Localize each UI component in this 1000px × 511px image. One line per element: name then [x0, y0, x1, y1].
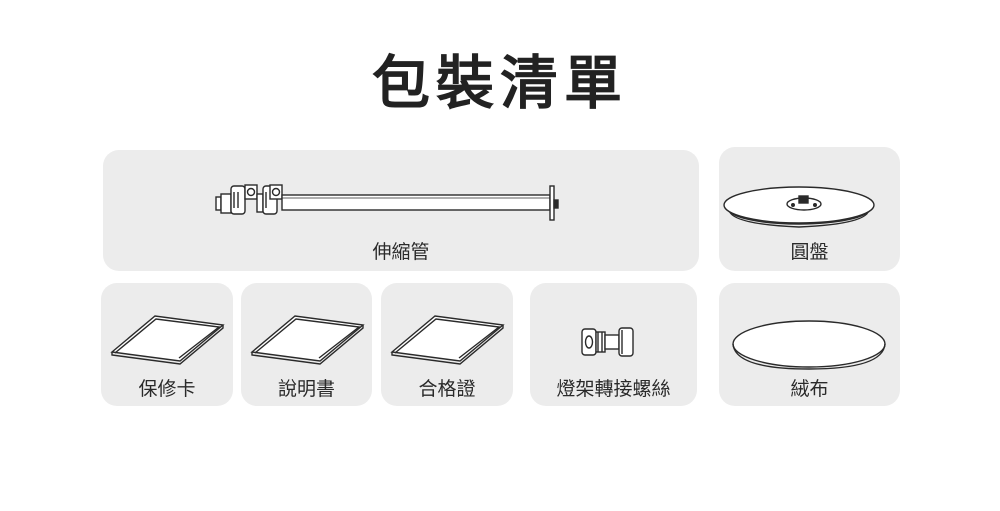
- item-label: 說明書: [277, 378, 335, 400]
- item-card-certificate: 合格證: [381, 283, 513, 406]
- item-card-telescopic-rod: 伸縮管: [103, 150, 699, 271]
- item-label: 圓盤: [790, 241, 829, 263]
- warranty-card-icon: [110, 315, 225, 365]
- item-card-velvet-cloth: 絨布: [719, 283, 900, 406]
- telescopic-rod-icon: [215, 184, 559, 221]
- round-base-plate-icon: [723, 186, 875, 228]
- item-card-warranty: 保修卡: [101, 283, 233, 406]
- item-label: 保修卡: [138, 378, 196, 400]
- item-label: 合格證: [418, 378, 476, 400]
- item-card-adapter-screw: 燈架轉接螺絲: [530, 283, 697, 406]
- item-label: 伸縮管: [372, 241, 430, 263]
- velvet-cloth-icon: [732, 320, 886, 370]
- certificate-sheet-icon: [390, 315, 505, 365]
- page-title: 包裝清單: [371, 49, 628, 117]
- adapter-screw-icon: [581, 327, 634, 357]
- manual-sheet-icon: [250, 315, 365, 365]
- item-card-round-plate: 圓盤: [719, 147, 900, 271]
- item-label: 絨布: [790, 378, 829, 400]
- item-card-manual: 說明書: [241, 283, 372, 406]
- item-label: 燈架轉接螺絲: [556, 378, 671, 400]
